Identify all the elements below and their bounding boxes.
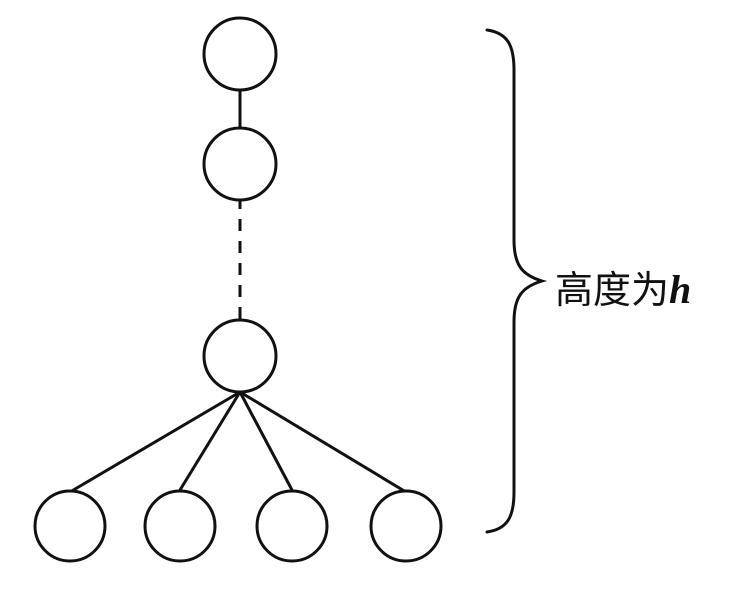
height-label: 高度为h	[555, 270, 691, 310]
height-variable: h	[669, 267, 692, 312]
edge-to-leaf-2	[178, 391, 242, 491]
tree-leaf-node	[255, 489, 329, 563]
tree-node-root	[202, 16, 278, 92]
tree-leaf-node	[143, 489, 217, 563]
tree-node-bottom-internal	[202, 318, 278, 394]
edge-to-leaf-4	[239, 390, 407, 494]
edge-to-leaf-1	[69, 390, 241, 494]
edge-to-leaf-3	[238, 391, 294, 491]
height-label-text: 高度为	[555, 268, 670, 312]
tree-leaf-node	[33, 489, 107, 563]
tree-leaf-node	[369, 489, 443, 563]
height-brace	[485, 28, 548, 534]
tree-node-second	[202, 126, 278, 202]
